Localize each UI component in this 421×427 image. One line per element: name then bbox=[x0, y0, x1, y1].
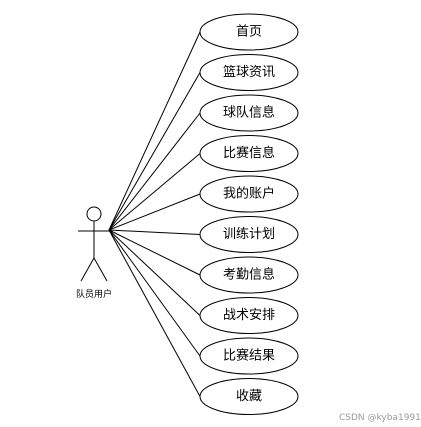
use-case-label: 我的账户 bbox=[223, 186, 275, 202]
use-case-label: 考勤信息 bbox=[223, 267, 275, 283]
use-case-ellipse bbox=[199, 216, 299, 253]
use-case: 首页 bbox=[199, 13, 299, 51]
use-case-ellipse bbox=[199, 13, 299, 51]
use-case: 我的账户 bbox=[199, 175, 299, 213]
actor-stick-figure: 队员用户 bbox=[76, 206, 112, 300]
use-case-label: 首页 bbox=[236, 25, 262, 40]
use-case-ellipse bbox=[199, 337, 299, 375]
use-case-ellipse bbox=[199, 94, 299, 132]
use-case-ellipse bbox=[199, 378, 299, 415]
use-case: 球队信息 bbox=[199, 94, 299, 132]
use-case: 篮球资讯 bbox=[199, 54, 299, 91]
association-line bbox=[108, 229, 201, 276]
use-case-label: 球队信息 bbox=[223, 105, 275, 121]
use-case-label: 战术安排 bbox=[223, 308, 275, 323]
use-case: 比赛结果 bbox=[199, 337, 299, 375]
actor-left-leg bbox=[80, 257, 95, 282]
use-case-ellipse bbox=[199, 54, 299, 91]
association-line bbox=[108, 229, 201, 235]
watermark: CSDN @kyba1991 bbox=[339, 413, 421, 423]
association-line bbox=[108, 31, 201, 231]
use-case-label: 比赛结果 bbox=[223, 348, 275, 364]
use-case-ellipse bbox=[199, 256, 299, 294]
use-case-label: 训练计划 bbox=[223, 227, 275, 242]
use-case-ellipse bbox=[199, 175, 299, 213]
use-case-label: 比赛信息 bbox=[223, 145, 275, 161]
use-case: 训练计划 bbox=[199, 216, 299, 253]
use-case-ellipse bbox=[199, 135, 299, 172]
association-line bbox=[108, 153, 201, 231]
use-case-ellipse bbox=[199, 297, 299, 334]
association-line bbox=[108, 229, 201, 397]
actor-label: 队员用户 bbox=[76, 288, 112, 300]
use-case: 比赛信息 bbox=[199, 135, 299, 172]
use-case-label: 篮球资讯 bbox=[223, 65, 275, 80]
association-line bbox=[108, 72, 201, 231]
association-line bbox=[108, 193, 201, 231]
association-line bbox=[108, 229, 201, 316]
use-case: 考勤信息 bbox=[199, 256, 299, 294]
actor-head bbox=[86, 206, 102, 222]
association-line bbox=[108, 229, 201, 357]
use-case-label: 收藏 bbox=[236, 389, 262, 404]
association-line bbox=[108, 112, 201, 231]
actor-right-leg bbox=[93, 257, 108, 282]
use-case: 收藏 bbox=[199, 378, 299, 415]
association-lines bbox=[108, 31, 201, 397]
use-case: 战术安排 bbox=[199, 297, 299, 334]
